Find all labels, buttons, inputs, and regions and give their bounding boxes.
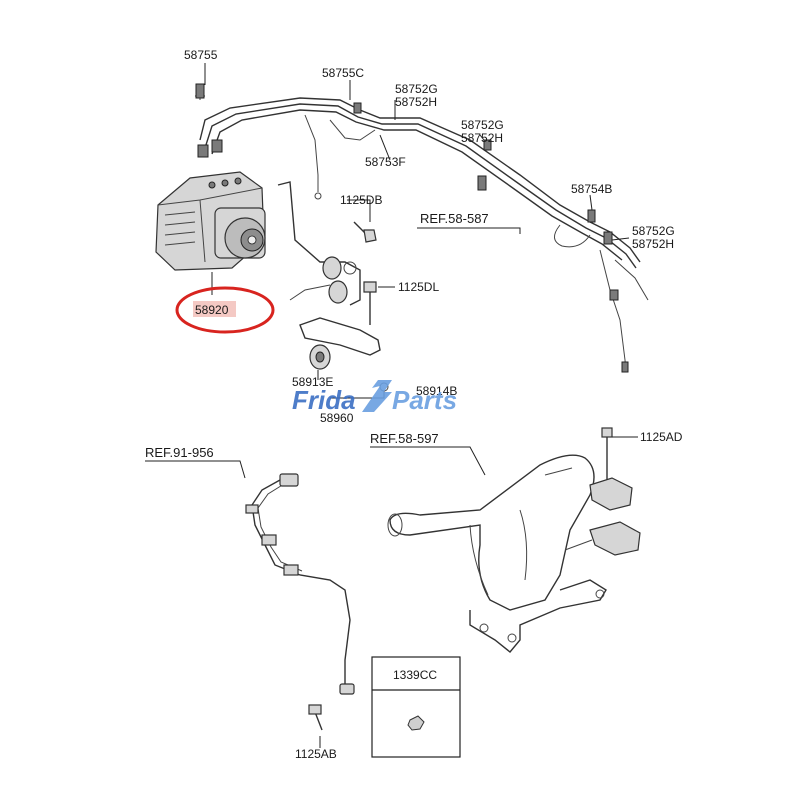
- label-58755c: 58755C: [322, 66, 364, 80]
- highlight-ring: [175, 286, 275, 334]
- label-58752h-c: 58752H: [632, 237, 674, 251]
- label-58913e: 58913E: [292, 375, 333, 389]
- ref-58-587: REF.58-587: [420, 211, 489, 226]
- label-58920: 58920: [195, 303, 229, 317]
- ref-58-597: REF.58-597: [370, 431, 439, 446]
- brake-tube-harness: [195, 83, 649, 373]
- watermark-swoosh-icon: [362, 380, 392, 412]
- highlight-label-bg: [193, 301, 236, 317]
- label-58960: 58960: [320, 411, 354, 425]
- label-58754b: 58754B: [571, 182, 612, 196]
- speed-sensor-cable: [245, 473, 355, 731]
- bolt-1125db: [353, 221, 377, 243]
- ref-91-956: REF.91-956: [145, 445, 214, 460]
- label-1125db: 1125DB: [340, 193, 382, 207]
- label-58755: 58755: [184, 48, 218, 62]
- label-1339cc: 1339CC: [393, 668, 437, 682]
- label-1125ad: 1125AD: [640, 430, 683, 444]
- label-1125dl: 1125DL: [398, 280, 439, 294]
- label-58752g-c: 58752G: [632, 224, 675, 238]
- watermark-text-a: Frida: [292, 385, 356, 415]
- box-1339cc: [371, 656, 461, 758]
- bracket-58960: [277, 181, 389, 392]
- bolt-1125dl: [363, 281, 377, 325]
- label-1125ab: 1125AB: [295, 747, 337, 761]
- label-58752g-b: 58752G: [461, 118, 504, 132]
- parking-brake-lever: [387, 427, 641, 653]
- watermark-logo: Frida Parts: [292, 380, 457, 415]
- hydraulic-unit-58920: [155, 171, 266, 271]
- label-58752g-a: 58752G: [395, 82, 438, 96]
- label-58752h-a: 58752H: [395, 95, 437, 109]
- label-58914b: 58914B: [416, 384, 457, 398]
- label-58752h-b: 58752H: [461, 131, 503, 145]
- leader-lines: [145, 63, 638, 748]
- watermark-text-b: Parts: [392, 385, 457, 415]
- label-58753f: 58753F: [365, 155, 406, 169]
